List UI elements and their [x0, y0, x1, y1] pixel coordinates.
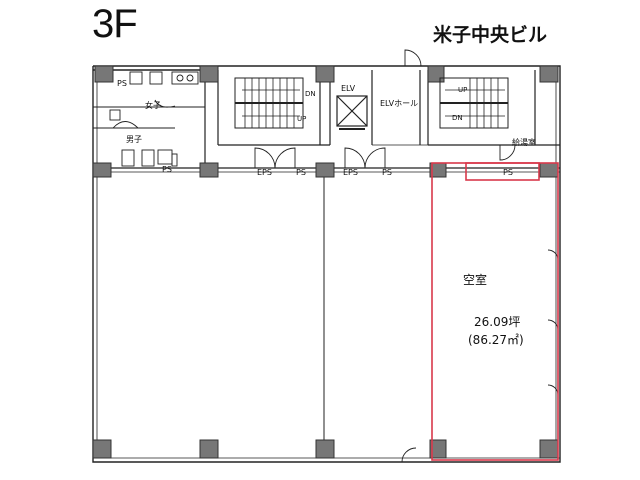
- column: [429, 439, 447, 459]
- column: [315, 439, 335, 459]
- elevator-label: ELV: [341, 84, 356, 93]
- ps-mens-label: PS: [162, 165, 172, 174]
- eps-2-label: EPS: [343, 168, 358, 177]
- elevator-shaft: [336, 95, 368, 130]
- outer-walls: [92, 65, 561, 463]
- column: [92, 162, 112, 178]
- stair-right-down-label: DN: [452, 114, 463, 122]
- column: [94, 65, 114, 83]
- column: [539, 439, 559, 459]
- column: [539, 65, 559, 83]
- vacancy-status: 空室: [463, 272, 487, 287]
- vacancy-area-tsubo: 26.09坪: [474, 315, 520, 329]
- ps-1-label: PS: [296, 168, 306, 177]
- womens-wc-label: 女子: [145, 100, 161, 110]
- building-name: 米子中央ビル: [433, 24, 548, 46]
- ps-vacant-label: PS: [503, 168, 513, 177]
- eps-1-label: EPS: [257, 168, 272, 177]
- doors: [254, 49, 559, 463]
- floor-label: 3F: [92, 2, 138, 46]
- ps-wc-label: PS: [117, 79, 127, 88]
- elevator-hall-label: ELVホール: [380, 99, 418, 108]
- columns: [92, 65, 559, 459]
- stair-left: [234, 77, 304, 129]
- ps-2-label: PS: [382, 168, 392, 177]
- column: [315, 65, 335, 83]
- wc-fixtures: [109, 71, 199, 167]
- column: [315, 162, 335, 178]
- column: [199, 162, 219, 178]
- column: [92, 439, 112, 459]
- stair-right-up-label: UP: [458, 86, 467, 94]
- stair-right: [439, 77, 509, 129]
- column: [427, 65, 445, 83]
- column: [199, 65, 219, 83]
- stair-left-down-label: DN: [305, 90, 316, 98]
- vacant-area: [431, 162, 559, 461]
- column: [199, 439, 219, 459]
- mens-wc-label: 男子: [126, 135, 142, 144]
- kitchenette-label: 給湯室: [512, 137, 536, 147]
- stair-left-up-label: UP: [297, 115, 306, 123]
- vacancy-area-sqm: (86.27㎡): [468, 333, 524, 347]
- column: [539, 162, 559, 178]
